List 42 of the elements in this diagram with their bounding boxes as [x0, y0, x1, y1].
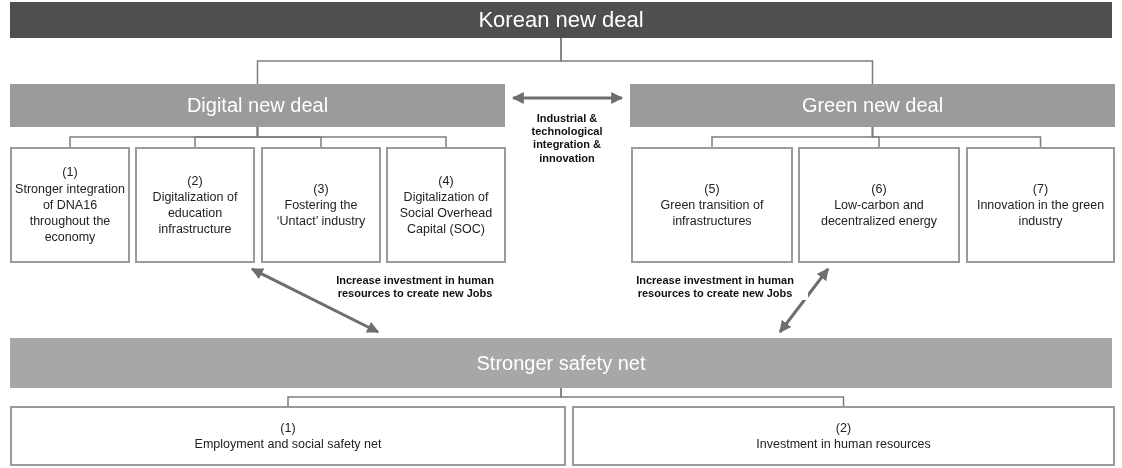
double-arrow — [511, 92, 624, 104]
connector-line — [560, 37, 874, 85]
header-band — [10, 84, 505, 127]
item-number: (1) — [62, 164, 78, 181]
item-number: (7) — [1032, 180, 1049, 197]
item-box — [966, 147, 1115, 263]
connector-line — [256, 126, 447, 148]
item-number: (6) — [871, 180, 887, 197]
item-text: Employment and social safety net — [194, 436, 382, 453]
item-box — [261, 147, 381, 263]
item-number: (1) — [280, 419, 296, 436]
band-title: Digital new deal — [186, 94, 329, 117]
item-number: (3) — [313, 180, 329, 197]
item-text: Digitalization of Social Overhead Capital (SOC) — [398, 188, 494, 238]
item-number: (2) — [835, 419, 852, 436]
header-band — [10, 2, 1112, 38]
item-box — [631, 147, 793, 263]
band-title: Green new deal — [801, 94, 944, 117]
item-text: Fostering the ‘Untact’ industry — [275, 196, 367, 230]
item-box — [10, 147, 130, 263]
item-number: (5) — [704, 180, 720, 197]
double-arrow — [250, 267, 380, 334]
item-text: Stronger integration of DNA16 throughout the economy — [15, 180, 125, 246]
item-text: Investment in human resources — [756, 436, 931, 453]
item-number: (4) — [438, 172, 454, 189]
header-band — [630, 84, 1115, 127]
item-text: Green transition of infrastructures — [659, 196, 765, 230]
item-text: Innovation in the green industry — [975, 196, 1106, 230]
item-text: Digitalization of education infrastructure — [151, 188, 239, 238]
connector-line — [560, 387, 845, 407]
item-box — [572, 406, 1115, 466]
item-box — [10, 406, 566, 466]
header-band — [10, 338, 1112, 388]
band-title: Korean new deal — [478, 7, 644, 33]
item-box — [135, 147, 255, 263]
double-arrow — [778, 268, 830, 333]
item-text: Low-carbon and decentralized energy — [819, 196, 938, 230]
connector-line — [871, 126, 1042, 148]
item-number: (2) — [187, 172, 203, 189]
item-box — [386, 147, 506, 263]
item-box — [798, 147, 960, 263]
band-title: Stronger safety net — [476, 351, 646, 375]
